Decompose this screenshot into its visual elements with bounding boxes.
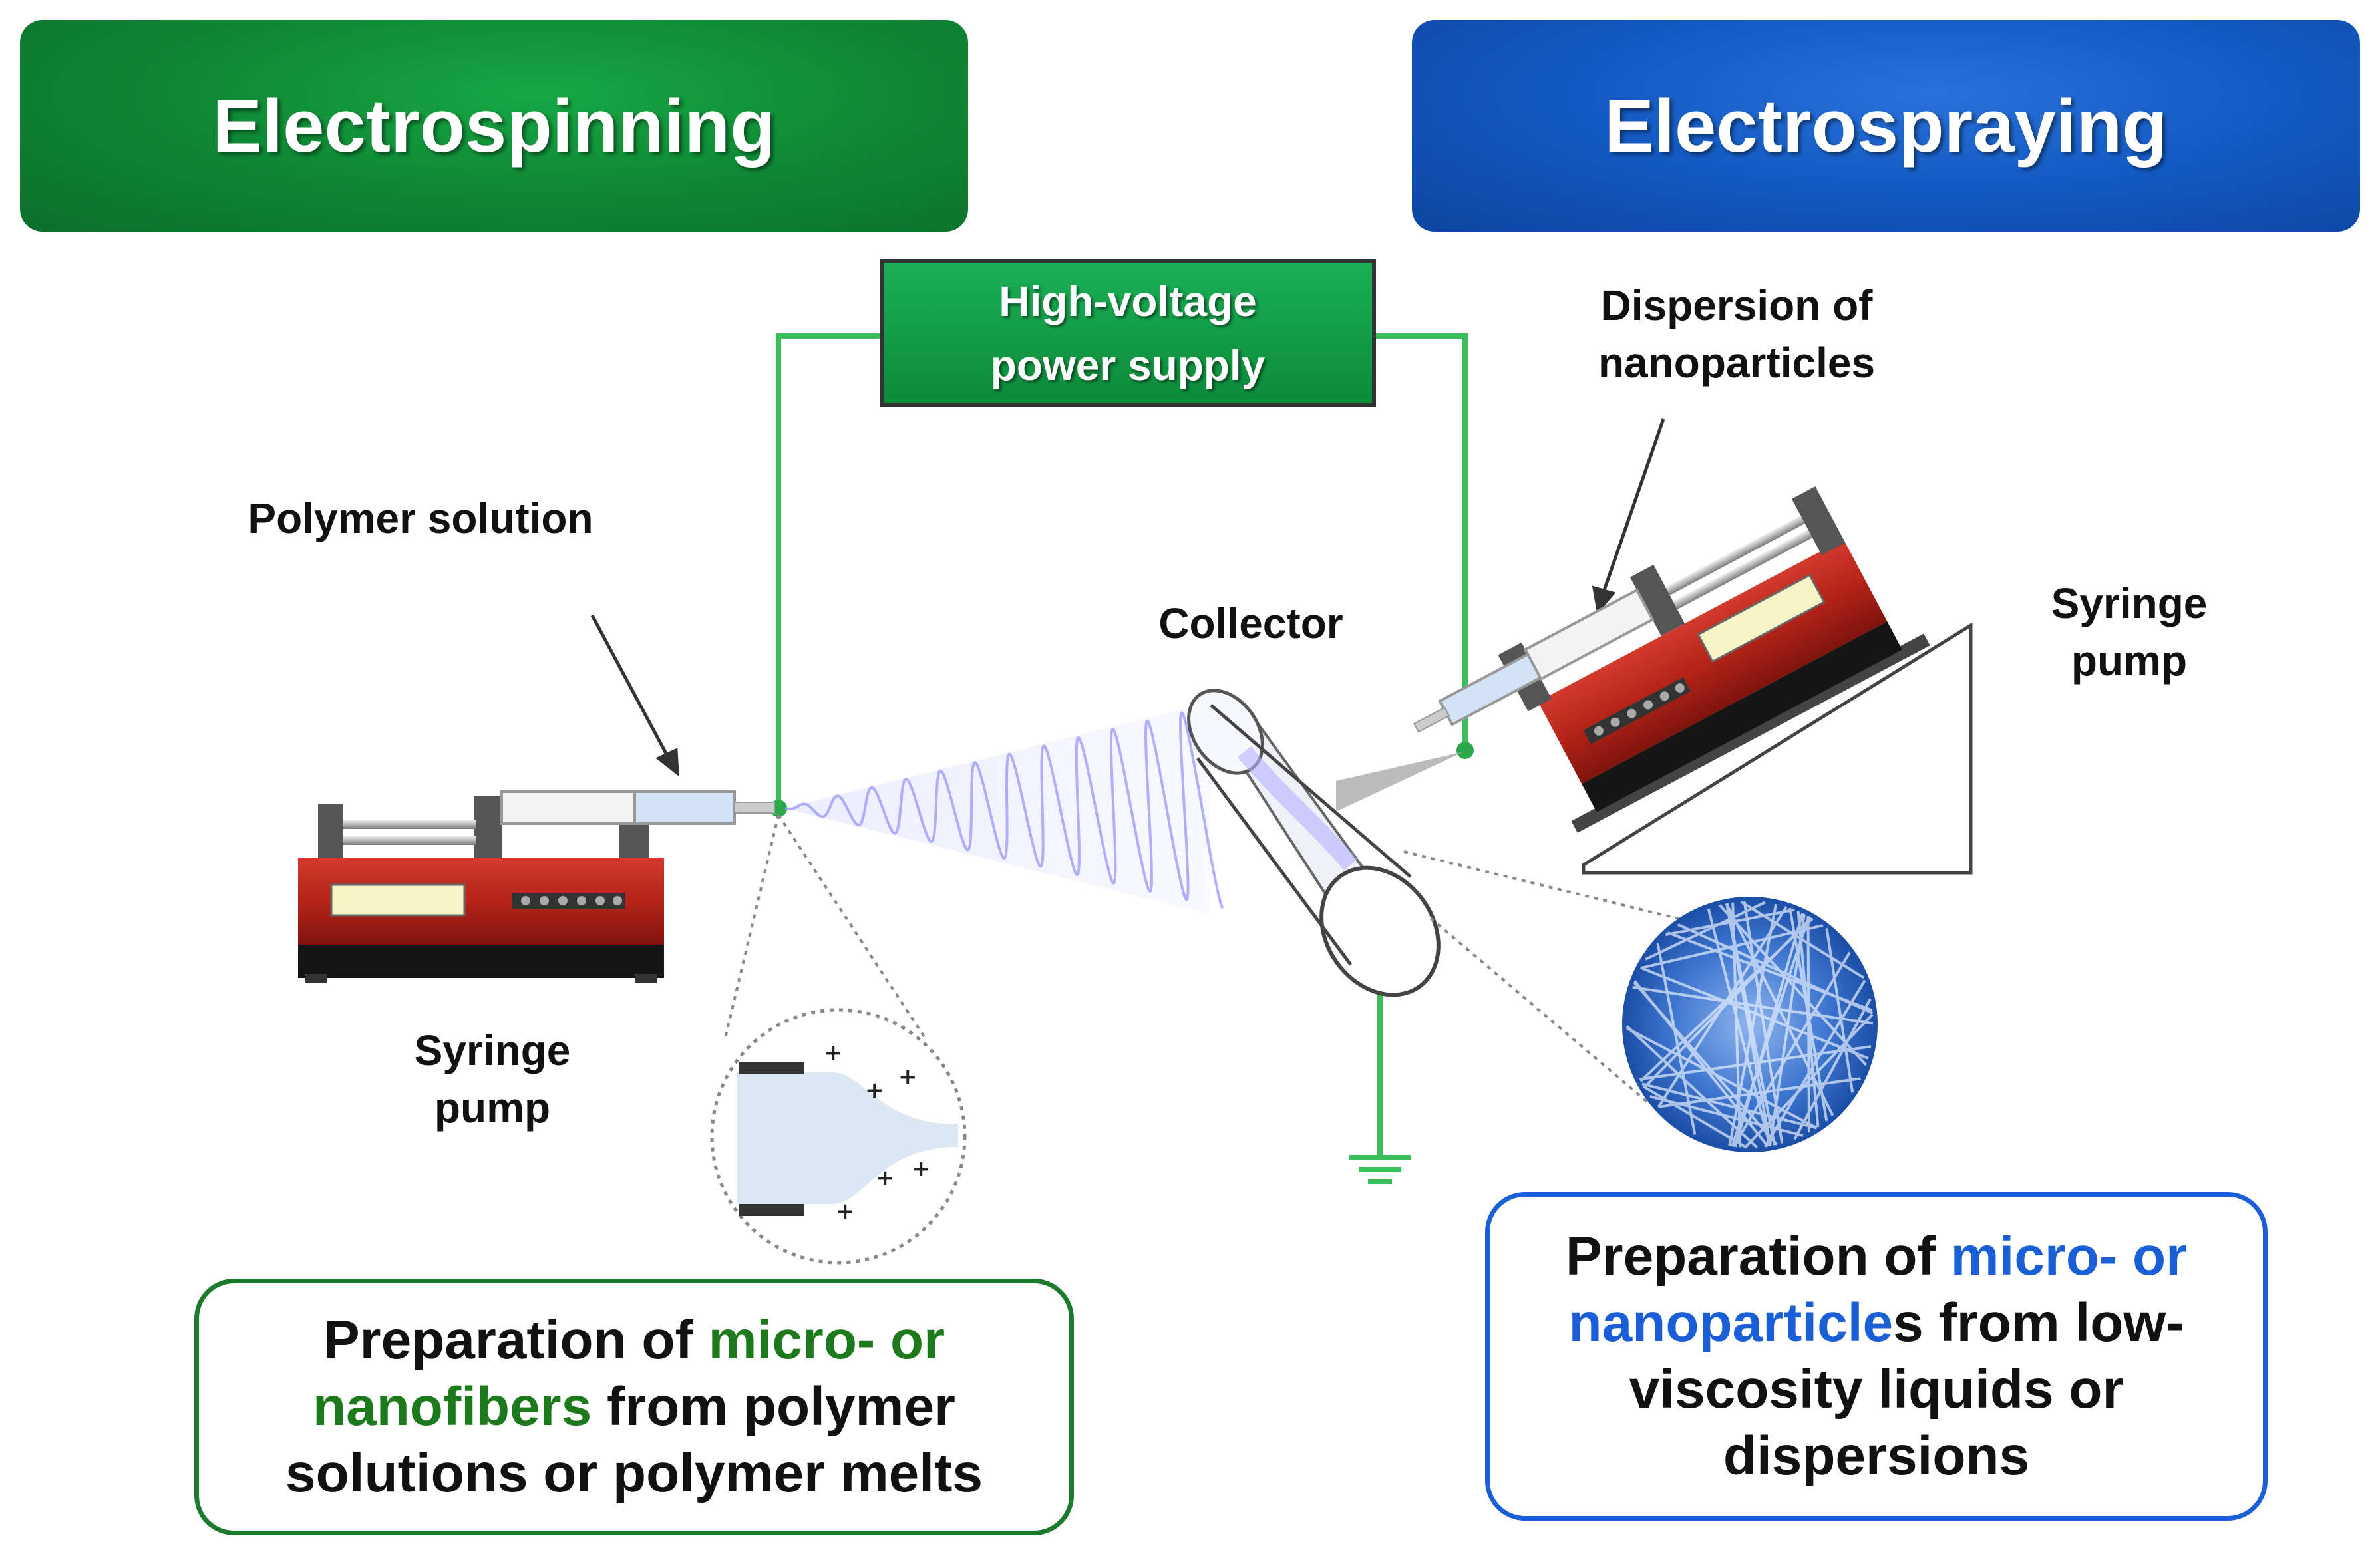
left-syringe-pump-label: Syringe pump bbox=[359, 1022, 625, 1136]
collector-label: Collector bbox=[1158, 599, 1343, 647]
fiber-strand bbox=[1626, 1026, 1818, 1130]
fiber-strand bbox=[1640, 966, 1869, 1060]
power-supply-line2: power supply bbox=[990, 341, 1266, 389]
electrospraying-description: Preparation of micro- or nanoparticles f… bbox=[1566, 1223, 2187, 1490]
high-voltage-power-supply: High-voltage power supply bbox=[880, 259, 1376, 407]
fiber-strand bbox=[1640, 924, 1824, 970]
electrospinning-title: Electrospinning bbox=[212, 84, 776, 168]
right-box-suffix1: s from low- bbox=[1893, 1293, 2184, 1353]
dispersion-label-line2: nanoparticles bbox=[1598, 339, 1876, 387]
right-syringe-pump-label: Syringe pump bbox=[1996, 575, 2262, 689]
taylor-cone-inset: + + + + + + bbox=[710, 814, 967, 1265]
right-box-prefix: Preparation of bbox=[1565, 1226, 1951, 1287]
fiber-strand bbox=[1744, 1013, 1874, 1149]
fiber-strand bbox=[1728, 903, 1778, 1146]
electrospraying-banner: Electrospraying bbox=[1412, 20, 2360, 232]
collector-drum bbox=[1187, 689, 1441, 997]
pointer-arrows bbox=[590, 418, 1665, 777]
electrospinning-description-box: Preparation of micro- or nanofibers from… bbox=[194, 1279, 1074, 1535]
fiber-strand bbox=[1725, 903, 1776, 1146]
fiber-strand bbox=[1796, 911, 1820, 1128]
fiber-strand bbox=[1645, 901, 1766, 961]
fiber-strand bbox=[1658, 1077, 1861, 1108]
dispersion-label-line1: Dispersion of bbox=[1600, 281, 1873, 329]
svg-text:+: + bbox=[865, 1077, 884, 1104]
dispersion-label: Dispersion of nanoparticles bbox=[1557, 277, 1916, 391]
fiber-strand bbox=[1656, 943, 1697, 1135]
right-box-highlight1: micro- or bbox=[1950, 1226, 2188, 1287]
svg-text:+: + bbox=[912, 1156, 931, 1182]
electrospinning-banner: Electrospinning bbox=[20, 20, 968, 232]
power-supply-line1: High-voltage bbox=[999, 277, 1257, 325]
electrospray-cone bbox=[1336, 752, 1464, 812]
electrospinning-description: Preparation of micro- or nanofibers from… bbox=[285, 1307, 983, 1507]
electrospraying-description-box: Preparation of micro- or nanoparticles f… bbox=[1485, 1192, 2268, 1521]
fiber-strand bbox=[1763, 979, 1866, 1148]
svg-text:+: + bbox=[836, 1198, 855, 1225]
right-box-highlight2: nanoparticle bbox=[1568, 1293, 1894, 1353]
fiber-strand bbox=[1649, 1095, 1804, 1137]
fiber-strand bbox=[1643, 1085, 1747, 1149]
electrospinning-jet bbox=[784, 702, 1224, 915]
ground-icon bbox=[1349, 1155, 1411, 1184]
svg-text:+: + bbox=[824, 1040, 843, 1066]
right-syringe-pump bbox=[1413, 486, 1973, 875]
left-syringe-pump bbox=[298, 790, 775, 983]
polymer-solution-label: Polymer solution bbox=[248, 494, 594, 542]
left-box-highlight1: micro- or bbox=[708, 1310, 945, 1370]
right-syringe-pump-label-line2: pump bbox=[2071, 637, 2188, 685]
fiber-strand bbox=[1633, 981, 1779, 1146]
fiber-strand bbox=[1625, 1025, 1758, 1149]
left-syringe-pump-label-line2: pump bbox=[434, 1084, 551, 1132]
left-box-line3: solutions or polymer melts bbox=[285, 1443, 983, 1503]
right-syringe-pump-label-line1: Syringe bbox=[2051, 579, 2208, 627]
fiber-strand bbox=[1639, 1045, 1872, 1081]
right-box-line4: dispersions bbox=[1723, 1426, 2030, 1486]
fiber-strand bbox=[1732, 951, 1851, 1148]
fiber-strand bbox=[1677, 923, 1874, 1015]
right-box-line3: viscosity liquids or bbox=[1629, 1359, 2124, 1420]
fiber-strand bbox=[1719, 904, 1868, 1066]
svg-text:+: + bbox=[876, 1165, 895, 1191]
left-syringe-pump-label-line1: Syringe bbox=[414, 1026, 571, 1074]
left-box-highlight2: nanofibers bbox=[313, 1376, 592, 1437]
fiber-strand bbox=[1707, 908, 1771, 1147]
left-box-prefix: Preparation of bbox=[323, 1310, 709, 1370]
fiber-strand bbox=[1632, 985, 1874, 1025]
right-needle-contact bbox=[1456, 742, 1474, 759]
svg-text:+: + bbox=[898, 1064, 918, 1090]
fiber-strand bbox=[1825, 928, 1854, 1093]
left-box-suffix1: from polymer bbox=[592, 1376, 955, 1437]
electrospraying-title: Electrospraying bbox=[1604, 84, 2168, 168]
fiber-strand bbox=[1733, 913, 1804, 1148]
fiber-mat-inset bbox=[1403, 850, 1878, 1152]
fiber-strand bbox=[1641, 1082, 1817, 1130]
fiber-strand bbox=[1643, 917, 1812, 1089]
